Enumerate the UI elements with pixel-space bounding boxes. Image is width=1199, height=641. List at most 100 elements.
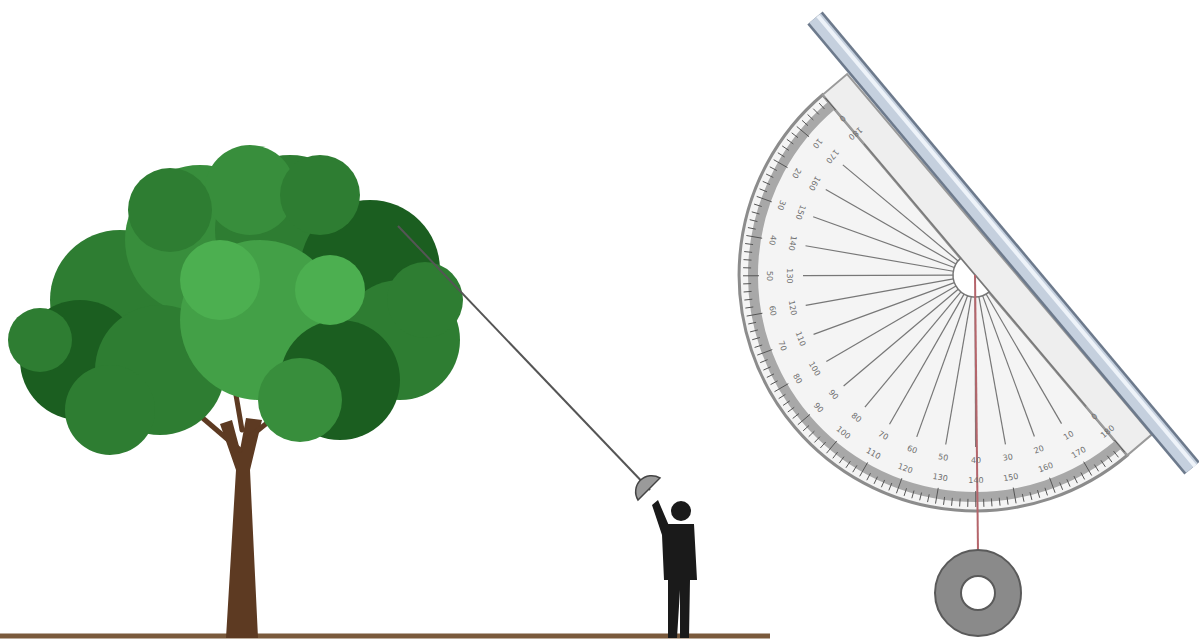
tick-mark bbox=[1114, 451, 1119, 457]
degree-number: 120 bbox=[787, 300, 798, 316]
tick-mark bbox=[944, 497, 945, 505]
leaf-cluster bbox=[180, 240, 260, 320]
leaf-cluster bbox=[65, 365, 155, 455]
tick-mark bbox=[763, 367, 770, 370]
tick-mark bbox=[846, 461, 850, 468]
tick-mark bbox=[744, 291, 752, 293]
tick-mark bbox=[999, 498, 1001, 506]
tick-mark bbox=[936, 488, 939, 504]
tick-mark bbox=[1045, 488, 1047, 496]
leaf-cluster bbox=[295, 255, 365, 325]
spoke-line bbox=[813, 217, 954, 268]
tick-mark bbox=[771, 381, 778, 385]
tick-mark bbox=[770, 167, 777, 171]
tick-mark bbox=[774, 160, 788, 168]
tick-mark bbox=[743, 275, 759, 276]
degree-number: 140 bbox=[968, 477, 983, 485]
tick-mark bbox=[860, 462, 868, 476]
tick-mark bbox=[797, 126, 809, 136]
tick-mark bbox=[1114, 440, 1124, 452]
tick-mark bbox=[1030, 492, 1032, 500]
tick-mark bbox=[1084, 462, 1092, 476]
tick-mark bbox=[752, 212, 760, 214]
spoke-line bbox=[803, 274, 953, 276]
tick-mark bbox=[991, 498, 993, 506]
plumb-weight bbox=[935, 550, 1021, 636]
tick-mark bbox=[802, 120, 808, 125]
tick-mark bbox=[760, 189, 767, 192]
small-clinometer bbox=[636, 476, 660, 500]
protractor-base bbox=[823, 74, 1152, 455]
spoke-line bbox=[865, 292, 961, 407]
person-body bbox=[652, 500, 697, 638]
weight-hole bbox=[961, 576, 995, 610]
leaf-cluster bbox=[387, 262, 463, 338]
tick-mark bbox=[813, 109, 819, 115]
degree-number: 140 bbox=[786, 235, 796, 251]
tick-mark bbox=[788, 407, 794, 412]
tick-mark bbox=[1074, 476, 1078, 483]
tick-mark bbox=[792, 133, 798, 138]
tick-mark bbox=[959, 499, 961, 507]
tick-mark bbox=[1107, 456, 1112, 462]
spoke-line bbox=[806, 246, 954, 272]
tick-mark bbox=[803, 425, 809, 430]
tick-mark bbox=[757, 196, 772, 201]
straw bbox=[815, 18, 1192, 468]
tick-mark bbox=[881, 480, 884, 487]
tick-mark bbox=[782, 146, 789, 150]
tick-mark bbox=[1050, 478, 1056, 493]
tick-mark bbox=[904, 488, 906, 496]
tick-mark bbox=[745, 307, 753, 308]
tick-mark bbox=[748, 228, 756, 230]
clinometer bbox=[739, 16, 1195, 636]
sight-line bbox=[398, 226, 650, 490]
tick-mark bbox=[763, 181, 770, 184]
tick-mark bbox=[809, 431, 815, 437]
tick-mark bbox=[874, 477, 877, 484]
tick-mark bbox=[825, 98, 835, 110]
tick-mark bbox=[839, 457, 844, 463]
tick-mark bbox=[820, 442, 825, 448]
tick-mark bbox=[1067, 479, 1070, 486]
spoke-line bbox=[826, 286, 956, 361]
person-silhouette bbox=[652, 500, 697, 638]
center-mark bbox=[953, 258, 989, 297]
tick-mark bbox=[889, 483, 892, 490]
tick-mark bbox=[920, 493, 922, 501]
leaf-cluster bbox=[258, 358, 342, 442]
spoke-line bbox=[979, 297, 1006, 445]
tick-mark bbox=[744, 299, 752, 301]
spoke-line bbox=[946, 297, 972, 445]
tick-mark bbox=[853, 465, 857, 472]
tick-mark bbox=[808, 114, 814, 120]
spoke-line bbox=[814, 283, 955, 335]
tick-mark bbox=[1013, 488, 1016, 504]
tree-canopy bbox=[8, 145, 463, 455]
tick-mark bbox=[766, 174, 773, 177]
tick-mark bbox=[819, 103, 824, 109]
tick-mark bbox=[744, 259, 752, 261]
degree-number: 40 bbox=[971, 457, 981, 465]
tick-mark bbox=[778, 153, 785, 157]
tick-mark bbox=[975, 491, 976, 507]
tick-mark bbox=[793, 414, 799, 419]
tick-mark bbox=[1101, 460, 1105, 467]
tick-mark bbox=[1007, 497, 1008, 505]
spoke-line bbox=[917, 296, 968, 437]
tick-mark bbox=[928, 494, 930, 502]
tick-mark bbox=[814, 437, 820, 443]
ground bbox=[0, 634, 770, 639]
spoke-line bbox=[806, 279, 954, 306]
tick-mark bbox=[896, 478, 901, 493]
tick-mark bbox=[757, 350, 772, 356]
tick-mark bbox=[746, 236, 762, 239]
tick-mark bbox=[743, 283, 751, 284]
tick-mark bbox=[912, 491, 914, 499]
spoke-line bbox=[844, 289, 959, 386]
tick-mark bbox=[1037, 490, 1039, 498]
tick-mark bbox=[1081, 472, 1085, 479]
tick-mark bbox=[750, 220, 758, 222]
tick-mark bbox=[743, 267, 751, 268]
